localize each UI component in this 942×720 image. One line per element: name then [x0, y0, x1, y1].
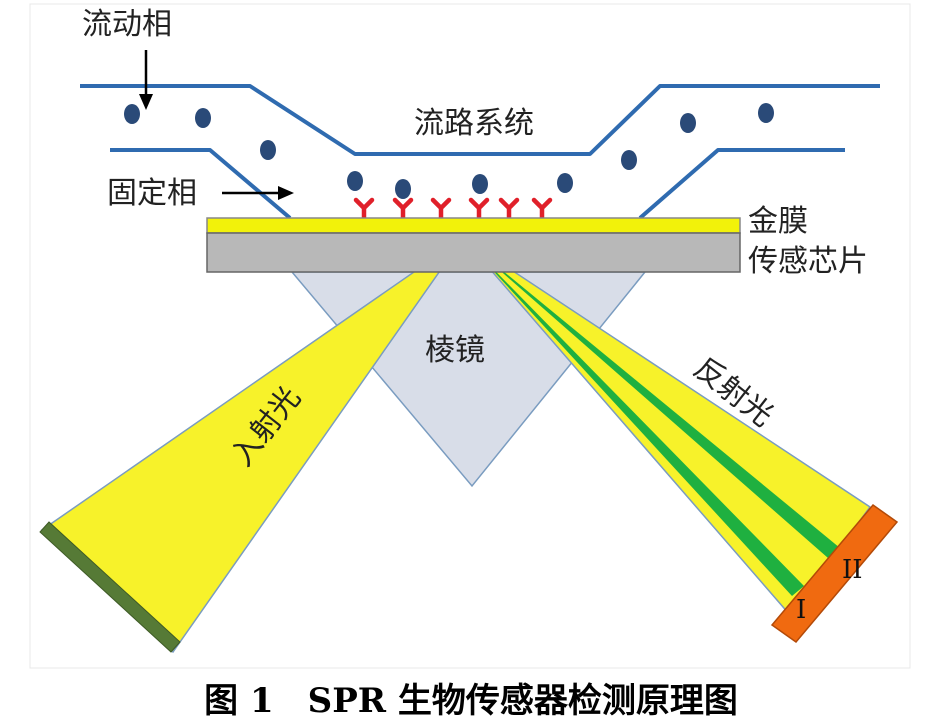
antibody	[430, 197, 452, 221]
reflected-line-two	[463, 238, 840, 558]
stationary-phase-label: 固定相	[107, 176, 197, 211]
mobile-phase-arrow	[139, 50, 153, 110]
gold-film-layer	[206, 217, 741, 234]
particle	[680, 113, 696, 133]
particle	[195, 108, 211, 128]
detector-bar	[770, 503, 899, 644]
particle	[621, 150, 637, 170]
particle	[557, 173, 573, 193]
particle	[124, 104, 140, 124]
mark-two-label: II	[842, 555, 863, 585]
antibody	[353, 197, 375, 221]
flow-system-label: 流路系统	[414, 106, 534, 141]
antibody	[531, 197, 553, 221]
gold-film-label: 金膜	[748, 204, 808, 239]
sensor-chip-label: 传感芯片	[748, 244, 868, 279]
particle	[347, 171, 363, 191]
stationary-phase-arrow	[222, 186, 294, 200]
antibody	[468, 197, 490, 221]
flow-channel-top-wall	[80, 84, 880, 156]
particle	[395, 179, 411, 199]
particle	[758, 103, 774, 123]
analyte-particles	[124, 103, 774, 199]
antibody	[498, 197, 520, 221]
flow-channel-bottom-wall-left	[110, 148, 292, 220]
immobilized-antibodies	[353, 197, 553, 221]
prism-label: 棱镜	[425, 333, 485, 368]
mark-one-label: I	[796, 595, 806, 625]
mobile-phase-label: 流动相	[82, 7, 172, 42]
flow-channel-bottom-wall-right	[638, 148, 845, 220]
light-source-bar	[39, 521, 181, 653]
antibody	[392, 197, 414, 221]
particle	[260, 140, 276, 160]
particle	[472, 174, 488, 194]
sensor-chip-layer	[206, 232, 741, 273]
reflected-line-one	[463, 238, 804, 596]
figure-caption: 图 1 SPR 生物传感器检测原理图	[204, 681, 738, 720]
